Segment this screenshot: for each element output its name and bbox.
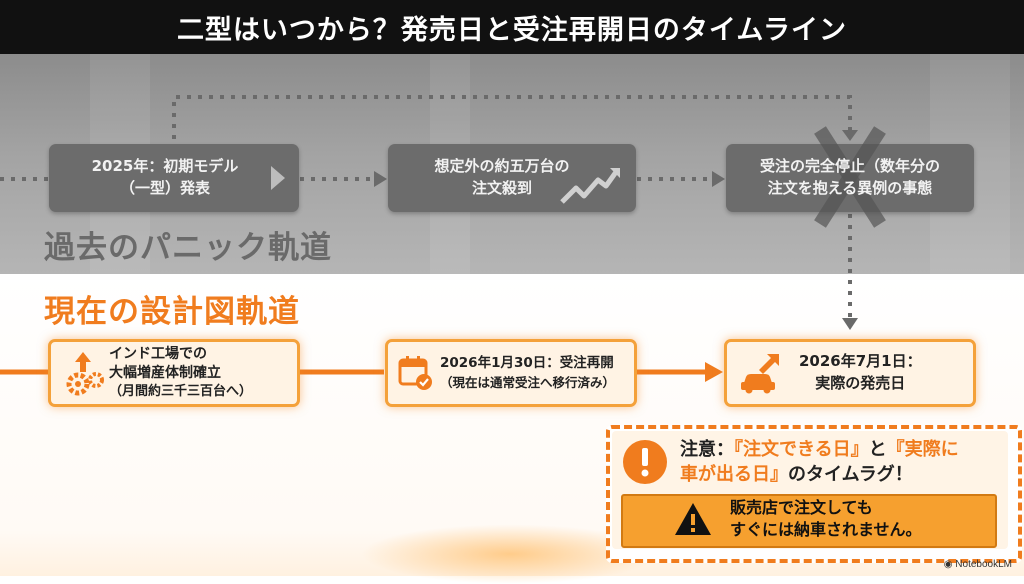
page-title: 二型はいつから？発売日と受注再開日のタイムライン bbox=[176, 14, 848, 46]
notebooklm-logo: ◉ NotebookLM bbox=[944, 559, 1012, 570]
present-box-line: 大幅増産体制確立 bbox=[109, 365, 221, 382]
present-box-release-date: 2026年7月1日： 実際の発売日 bbox=[724, 339, 976, 407]
present-box-line: 実際の発売日 bbox=[815, 374, 906, 392]
caution-highlight-order-day: 『注文できる日』 bbox=[734, 439, 869, 460]
caution-suffix: のタイムラグ！ bbox=[788, 464, 913, 486]
caution-mid: と bbox=[868, 439, 887, 460]
car-arrow-icon bbox=[741, 354, 779, 394]
warning-triangle-icon bbox=[675, 503, 711, 535]
title-bar: 二型はいつから？発売日と受注再開日のタイムライン bbox=[0, 0, 1024, 54]
warning-line: すぐには納車されません。 bbox=[730, 519, 922, 539]
present-box-line: （現在は通常受注へ移行済み） bbox=[440, 374, 616, 390]
past-box-line: （一型）発表 bbox=[119, 179, 210, 197]
brand-icon: ◉ bbox=[943, 559, 956, 570]
caution-highlight-delivery-day-a: 『実際に bbox=[886, 439, 959, 460]
past-box-line: 2025年：初期モデル bbox=[91, 157, 239, 176]
past-box-order-rush: 想定外の約五万台の 注文殺到 bbox=[388, 144, 636, 212]
caution-prefix: 注意： bbox=[680, 439, 734, 460]
caution-heading: 注意：『注文できる日』と『実際に 車が出る日』のタイムラグ！ bbox=[680, 437, 1010, 487]
present-box-order-resume: 2026年1月30日：受注再開 （現在は通常受注へ移行済み） bbox=[385, 339, 637, 407]
past-box-order-stop: 受注の完全停止（数年分の 注文を抱える異例の事態 bbox=[726, 126, 974, 228]
trend-up-icon bbox=[560, 168, 620, 204]
present-box-line: インド工場での bbox=[109, 346, 207, 363]
present-trajectory-label: 現在の設計図軌道 bbox=[44, 294, 300, 330]
past-trajectory-label: 過去のパニック軌道 bbox=[44, 230, 332, 266]
past-box-line: 注文を抱える異例の事態 bbox=[767, 179, 933, 197]
present-box-line: （月間約三千三百台へ） bbox=[109, 384, 253, 400]
cross-mark-icon bbox=[814, 126, 886, 228]
caution-highlight-delivery-day-b: 車が出る日』 bbox=[680, 464, 788, 486]
exclamation-icon bbox=[623, 440, 667, 484]
warning-text: 販売店で注文しても すぐには納車されません。 bbox=[730, 497, 922, 540]
warning-line: 販売店で注文しても bbox=[730, 498, 873, 517]
past-box-line: 受注の完全停止（数年分の bbox=[759, 157, 940, 176]
past-box-line: 注文殺到 bbox=[471, 179, 532, 197]
play-icon bbox=[271, 166, 285, 190]
present-box-line: 2026年1月30日：受注再開 bbox=[440, 355, 614, 372]
past-box-line: 想定外の約五万台の bbox=[434, 157, 570, 176]
present-box-line: 2026年7月1日： bbox=[799, 352, 922, 371]
past-box-announcement: 2025年：初期モデル （一型）発表 bbox=[49, 144, 299, 212]
present-box-production: インド工場での 大幅増産体制確立 （月間約三千三百台へ） bbox=[48, 339, 300, 407]
calendar-check-icon bbox=[398, 356, 432, 390]
brand-text: NotebookLM bbox=[955, 559, 1012, 570]
gears-arrow-icon bbox=[66, 352, 104, 396]
